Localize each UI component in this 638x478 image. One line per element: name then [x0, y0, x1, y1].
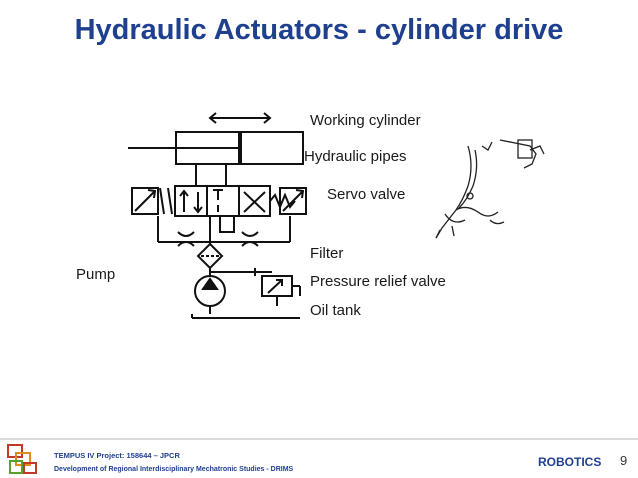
- label-servo-valve: Servo valve: [327, 186, 406, 203]
- footer-description: Development of Regional Interdisciplinar…: [54, 466, 294, 473]
- label-oil-tank: Oil tank: [310, 302, 361, 319]
- filter-shape: [196, 242, 224, 270]
- motion-arrow-icon: [208, 112, 272, 124]
- label-working-cylinder: Working cylinder: [310, 112, 421, 129]
- servo-valve-shape: [131, 185, 307, 233]
- page-number: 9: [620, 453, 628, 468]
- footer-divider: [0, 438, 638, 440]
- hydraulic-pipes-shape: [195, 164, 227, 186]
- label-hydraulic-pipes: Hydraulic pipes: [304, 148, 407, 165]
- working-cylinder-shape: [128, 131, 304, 165]
- footer-project: TEMPUS IV Project: 158644 – JPCR: [54, 451, 180, 460]
- hand-drawn-actuator-sketch: [435, 139, 545, 239]
- slide-title: Hydraulic Actuators - cylinder drive: [74, 14, 564, 46]
- pump-shape: [194, 275, 226, 314]
- oil-tank-shape: [191, 314, 300, 319]
- tempus-logo-icon: [7, 444, 37, 474]
- hydraulic-circuit-diagram: [128, 112, 545, 319]
- label-pressure-relief-valve: Pressure relief valve: [310, 273, 446, 290]
- label-pump: Pump: [76, 266, 116, 283]
- footer-course: ROBOTICS: [538, 455, 602, 469]
- label-filter: Filter: [310, 245, 344, 262]
